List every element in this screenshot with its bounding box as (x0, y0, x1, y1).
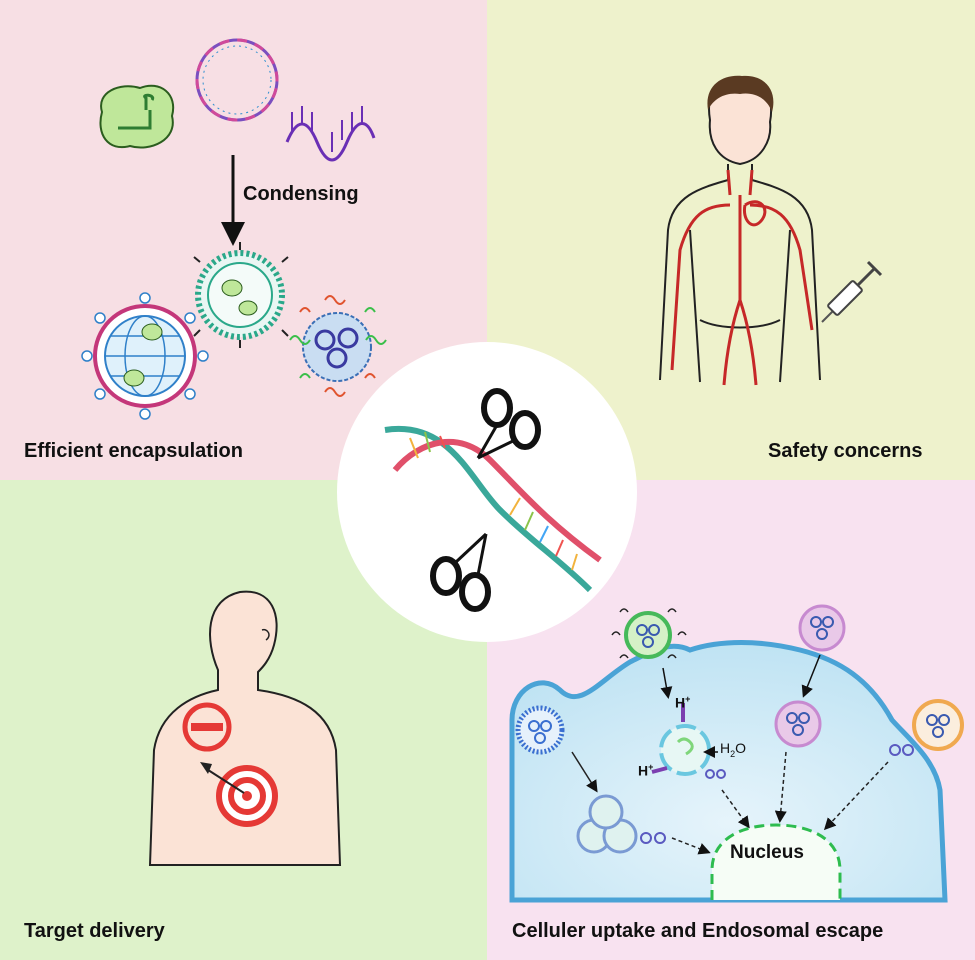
condensing-label: Condensing (243, 183, 359, 205)
cellular-uptake-title: Celluler uptake and Endosomal escape (512, 920, 884, 942)
water-subscript: 2 (730, 748, 736, 759)
trafficking-arrows (571, 751, 889, 855)
escaping-vesicles-icon (576, 794, 666, 854)
target-icon (200, 762, 278, 827)
polyplex-nanoparticle-icon (289, 295, 387, 397)
no-entry-icon (182, 702, 232, 752)
proton-label-top: H+ (675, 694, 690, 711)
mrna-icon (285, 106, 376, 162)
target-delivery-title: Target delivery (24, 920, 165, 942)
green-nanoparticle-icon (611, 608, 687, 659)
center-gene-editing-emblem (337, 342, 637, 642)
water-h: H (720, 740, 731, 756)
human-torso-icon (148, 590, 342, 866)
pink-nanoparticle-icon (774, 604, 846, 748)
proton-charge: + (685, 694, 691, 704)
scissors-icon (430, 532, 491, 612)
human-body-icon (659, 75, 821, 386)
efficient-encapsulation-title: Efficient encapsulation (24, 440, 243, 462)
nucleus-label: Nucleus (730, 842, 804, 863)
water-o: O (735, 740, 747, 756)
safety-concerns-title: Safety concerns (768, 440, 923, 462)
endosome-icon (515, 705, 565, 755)
protein-icon (99, 84, 175, 149)
lipid-nanoparticle-icon (193, 242, 289, 348)
proton-charge-left: + (648, 762, 654, 772)
dna-helix-icon (384, 425, 602, 593)
proton-symbol-left: H (638, 762, 649, 779)
exocytosis-vesicle-icon (889, 699, 964, 756)
proton-label-left: H+ (638, 762, 653, 779)
nucleus-icon (710, 823, 842, 900)
proton-symbol: H (675, 694, 686, 711)
endosomal-escape-icon (651, 667, 726, 779)
syringe-icon (821, 260, 883, 323)
scissors-icon (476, 388, 541, 460)
water-label: H2O (720, 740, 746, 759)
viral-nanoparticle-icon (81, 292, 209, 420)
plasmid-icon (195, 38, 279, 122)
